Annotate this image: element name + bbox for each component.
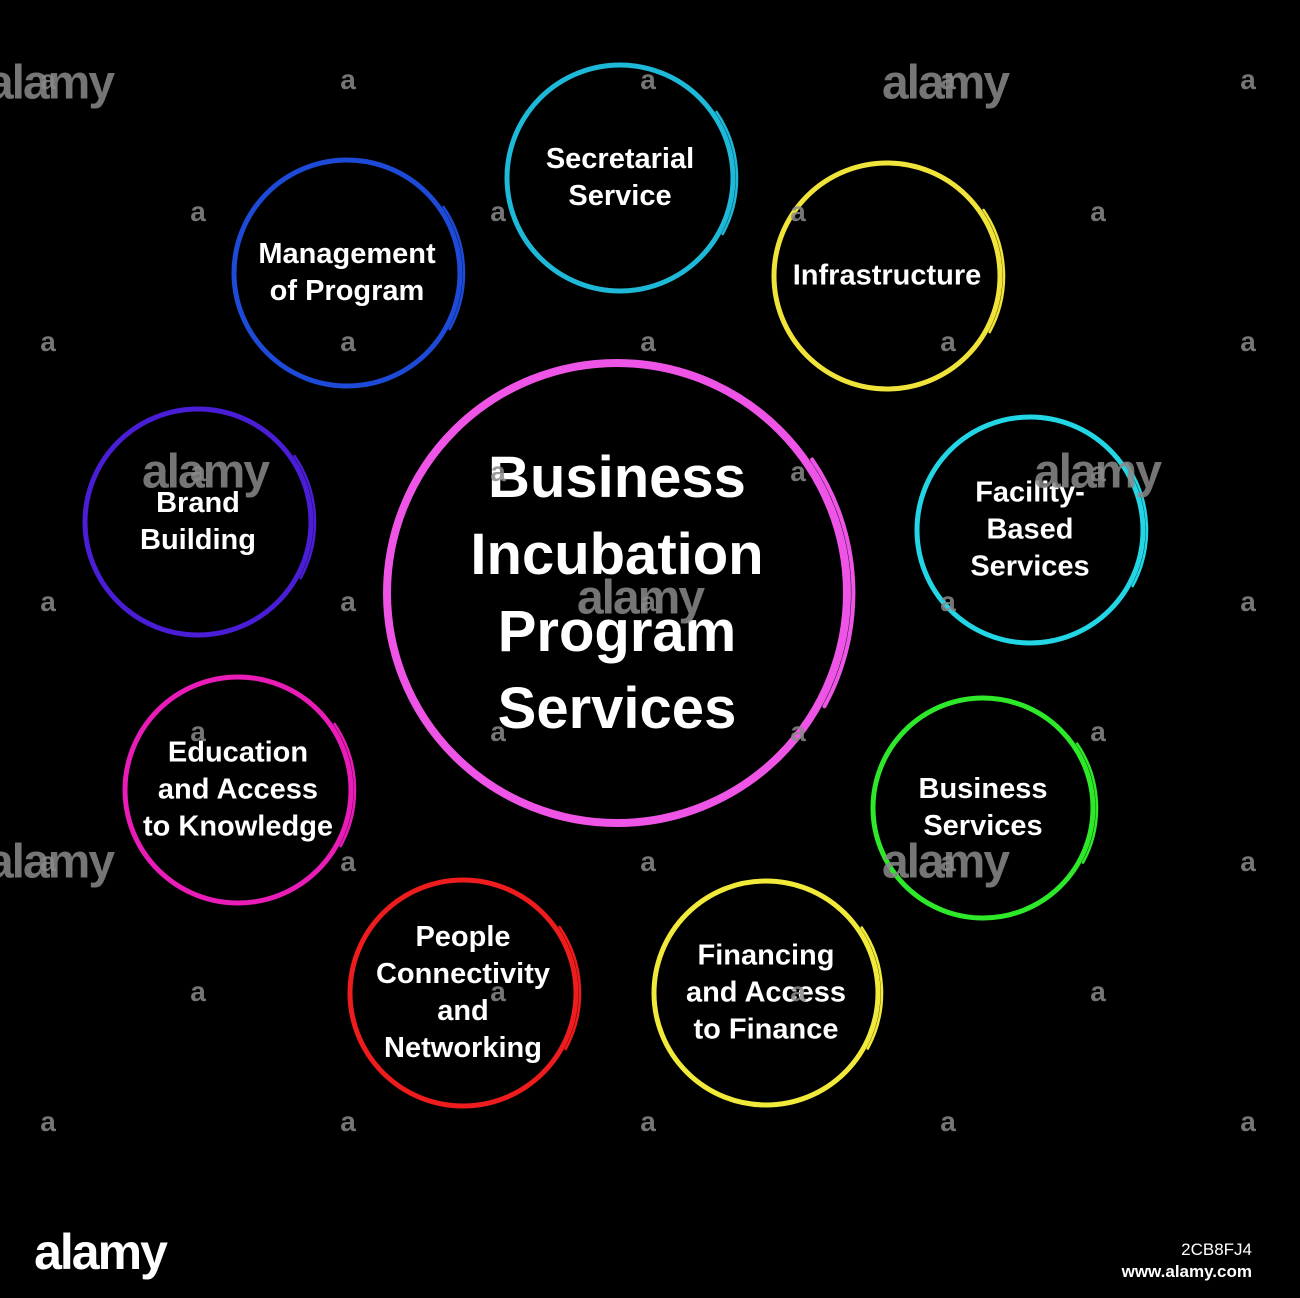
center-title: Business Incubation Program Services: [470, 445, 764, 741]
watermark-logo: alamy: [0, 56, 115, 110]
watermark-mark: a: [640, 64, 656, 95]
watermark-mark: a: [340, 1106, 356, 1137]
watermark-mark: a: [190, 716, 206, 747]
node-ring-5: [347, 877, 579, 1109]
watermark-mark: a: [340, 64, 356, 95]
node-ring-8: [231, 157, 463, 389]
node-label-brand-building: Brand Building: [140, 487, 256, 556]
node-label-business-services: Business Services: [918, 773, 1048, 842]
watermark-logo: alamy: [0, 835, 115, 889]
watermark-mark: a: [40, 1106, 56, 1137]
node-ring-1: [771, 160, 1003, 392]
watermark-mark: a: [1240, 586, 1256, 617]
watermark-logo: alamy: [576, 571, 705, 625]
node-ring-8-brush-tail: [442, 205, 466, 331]
watermark-mark: a: [790, 196, 806, 227]
node-ring-2-brush-tail: [1125, 462, 1149, 588]
center-ring-brush-tail: [810, 457, 856, 709]
watermark-mark: a: [790, 716, 806, 747]
watermark-mark: a: [340, 326, 356, 357]
center-ring: [383, 359, 851, 827]
watermark-mark: a: [940, 64, 956, 95]
node-ring-6-brush-tail: [333, 722, 357, 848]
node-ring-5-brush-tail: [558, 925, 582, 1051]
watermark-logo: alamy: [141, 445, 270, 499]
watermark-mark: a: [490, 456, 506, 487]
node-ring-6: [122, 674, 354, 906]
watermark-mark: a: [640, 326, 656, 357]
node-label-education: Education and Access to Knowledge: [142, 736, 334, 843]
watermark-mark: a: [1240, 846, 1256, 877]
node-ring-2: [914, 414, 1146, 646]
node-ring-1-brush-tail: [982, 208, 1006, 334]
node-ring-3-brush-tail: [1075, 742, 1099, 864]
watermark-mark: a: [40, 64, 56, 95]
watermark-mark: a: [190, 976, 206, 1007]
watermark-mark: a: [790, 976, 806, 1007]
watermark-mark: a: [490, 976, 506, 1007]
watermark-mark: a: [1090, 716, 1106, 747]
node-label-infrastructure: Infrastructure: [792, 259, 982, 292]
watermark-mark: a: [640, 1106, 656, 1137]
watermark-logo: alamy: [881, 835, 1010, 889]
watermark-mark: a: [1240, 64, 1256, 95]
footer-url: www.alamy.com: [1121, 1262, 1252, 1281]
watermark-mark: a: [1090, 456, 1106, 487]
watermark-mark: a: [40, 326, 56, 357]
node-label-financing: Financing and Access to Finance: [685, 939, 847, 1046]
watermark-mark: a: [640, 846, 656, 877]
node-ring-3: [870, 695, 1096, 921]
node-label-secretarial-service: Secretarial Service: [545, 143, 695, 212]
watermark-mark: a: [490, 716, 506, 747]
watermark-mark: a: [40, 586, 56, 617]
footer-logo: alamy: [34, 1224, 168, 1280]
watermark-mark: a: [340, 846, 356, 877]
node-ring-4: [651, 878, 881, 1108]
watermark-mark: a: [1090, 976, 1106, 1007]
watermark-logo: alamy: [881, 56, 1010, 110]
watermark-mark: a: [790, 456, 806, 487]
node-ring-0-brush-tail: [715, 110, 739, 236]
node-label-facility-based-services: Facility- Based Services: [970, 476, 1090, 583]
watermark-mark: a: [940, 326, 956, 357]
watermark-mark: a: [190, 196, 206, 227]
watermark-mark: a: [190, 456, 206, 487]
node-label-management-of-program: Management of Program: [258, 238, 436, 307]
watermark-logo: alamy: [1033, 445, 1162, 499]
node-label-people-connectivity: People Connectivity and Networking: [375, 921, 551, 1064]
watermark-mark: a: [490, 196, 506, 227]
watermark-mark: a: [40, 846, 56, 877]
node-ring-0: [504, 62, 736, 294]
node-ring-7: [82, 406, 314, 638]
watermark-mark: a: [1090, 196, 1106, 227]
node-ring-7-brush-tail: [293, 454, 317, 580]
watermark-mark: a: [340, 586, 356, 617]
node-ring-4-brush-tail: [860, 926, 884, 1050]
watermark-mark: a: [1240, 326, 1256, 357]
footer-image-id: 2CB8FJ4: [1181, 1240, 1252, 1259]
watermark-mark: a: [940, 846, 956, 877]
watermark-mark: a: [940, 586, 956, 617]
watermark-mark: a: [640, 586, 656, 617]
watermark-mark: a: [940, 1106, 956, 1137]
watermark-mark: a: [1240, 1106, 1256, 1137]
